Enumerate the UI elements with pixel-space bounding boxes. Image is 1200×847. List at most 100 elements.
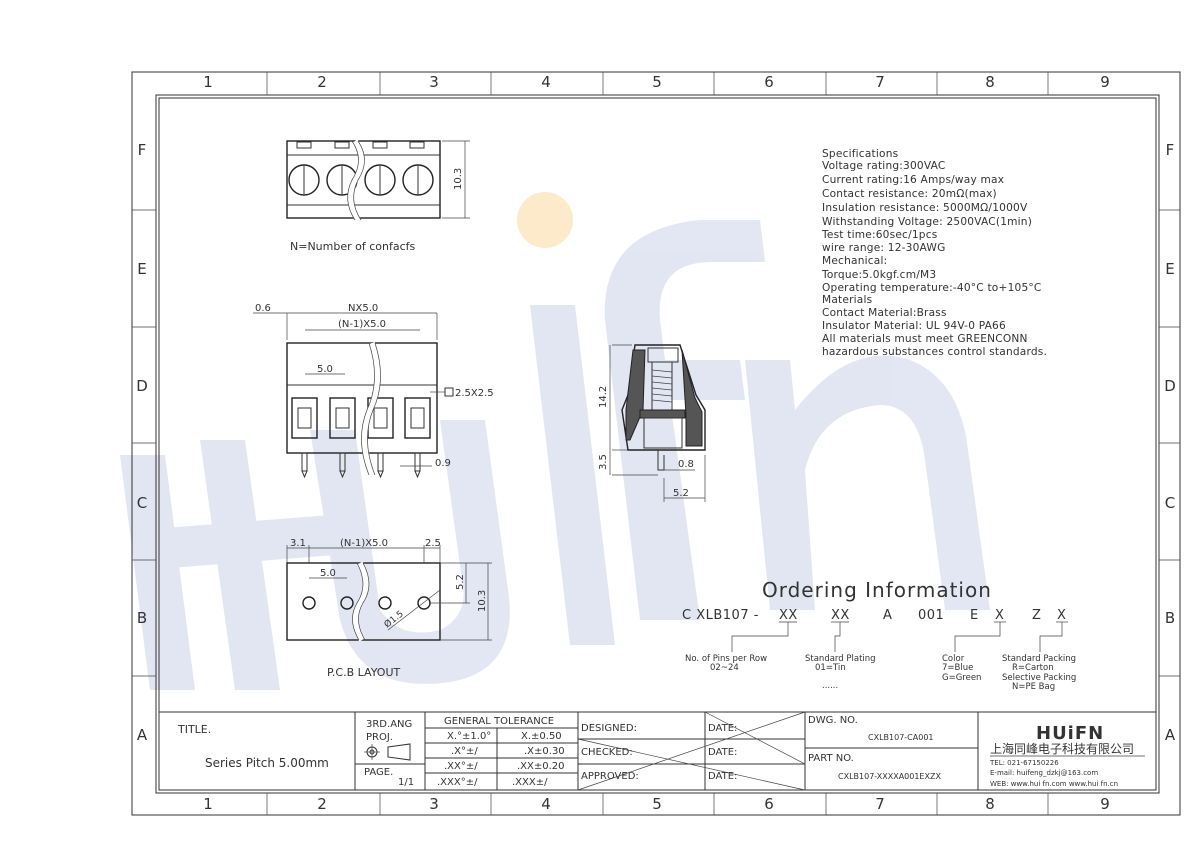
col-label: 5: [652, 795, 662, 813]
col-label: 1: [203, 795, 213, 813]
spec-line: Contact resistance: 20mΩ(max): [822, 188, 997, 200]
code-001: 001: [918, 608, 944, 623]
col-label: 8: [985, 795, 995, 813]
tolerance-header: GENERAL TOLERANCE: [444, 716, 554, 727]
spec-heading: Specifications: [822, 148, 898, 160]
row-label: D: [1164, 377, 1176, 395]
col-label: 3: [429, 795, 439, 813]
note-plating-1: Standard Plating: [805, 654, 876, 664]
note-color-3: G=Green: [942, 673, 981, 683]
col-label: 2: [317, 73, 327, 91]
company-name: 上海同峰电子科技有限公司: [990, 741, 1134, 756]
projection-line-2: PROJ.: [366, 732, 393, 743]
note-plating-3: ......: [822, 681, 838, 691]
row-labels-left: F E D C B A: [136, 141, 148, 744]
company-tel: TEL: 021-67150226: [989, 759, 1059, 767]
part-no-label: PART NO.: [808, 753, 854, 764]
spec-line: All materials must meet GREENCONN: [822, 333, 1028, 345]
col-label: 7: [875, 73, 885, 91]
front-view-total-dim: NX5.0: [348, 303, 378, 314]
col-label: 6: [764, 73, 774, 91]
specifications: Specifications Voltage rating:300VAC Cur…: [821, 148, 1047, 358]
pcb-pitch-dim: 5.0: [320, 568, 336, 579]
row-label: F: [138, 141, 147, 159]
front-view-pin-thickness-dim: 0.9: [435, 458, 451, 469]
title-block: TITLE. Series Pitch 5.00mm 3RD.ANG PROJ.…: [159, 711, 1156, 791]
col-label: 4: [541, 73, 551, 91]
code-a: A: [883, 608, 892, 623]
col-label: 9: [1100, 795, 1110, 813]
tol-linear-0: X.±0.50: [521, 731, 562, 742]
pcb-caption: P.C.B LAYOUT: [327, 666, 401, 679]
watermark: [120, 220, 990, 690]
pcb-height-dim: 10.3: [477, 590, 488, 612]
part-no-value: CXLB107-XXXXA001EXZX: [838, 772, 941, 781]
spec-line: Mechanical:: [822, 255, 887, 267]
note-color-2: 7=Blue: [942, 663, 973, 673]
side-view-offset-dim: 5.2: [673, 488, 689, 499]
projection-line-1: 3RD.ANG: [366, 719, 412, 730]
row-labels-right: F E D C B A: [1164, 141, 1176, 744]
top-view-caption: N=Number of confacfs: [290, 240, 416, 253]
code-prefix: C XLB107 -: [682, 608, 759, 623]
spec-line: Voltage rating:300VAC: [822, 160, 946, 172]
pcb-row-dim: 5.2: [455, 574, 466, 590]
code-packing: X: [1057, 608, 1066, 623]
note-pack-4: N=PE Bag: [1012, 682, 1055, 692]
date-label: DATE:: [708, 771, 737, 782]
spec-line: hazardous substances control standards.: [822, 346, 1047, 358]
front-view-slots: [291, 397, 431, 439]
row-label: B: [1165, 609, 1175, 627]
code-color: X: [995, 608, 1004, 623]
top-view: 10.3 N=Number of confacfs: [286, 139, 470, 253]
front-view-pin-square-dim: 2.5X2.5: [455, 388, 494, 399]
row-label: A: [137, 726, 148, 744]
pcb-edge-left-dim: 3.1: [290, 538, 306, 549]
pcb-inner-dim: (N-1)X5.0: [340, 538, 388, 549]
row-label: C: [137, 494, 147, 512]
row-label: A: [1165, 726, 1176, 744]
side-view-height-dim: 14.2: [598, 386, 609, 408]
projection-symbol-icon: [364, 743, 411, 761]
tol-linear-2: .XX±0.20: [517, 761, 565, 772]
top-view-screws: [288, 164, 434, 196]
spec-line: Test time:60sec/1pcs: [821, 229, 937, 241]
note-pack-2: R=Carton: [1012, 663, 1054, 673]
approved-label: APPROVED:: [581, 771, 639, 782]
pcb-edge-right-dim: 2.5: [425, 538, 441, 549]
company-web: WEB: www.hui fn.com www.hui fn.cn: [990, 780, 1118, 788]
date-label: DATE:: [708, 723, 737, 734]
pcb-layout: 3.1 (N-1)X5.0 2.5 5.0 Ø1.5 5.2 10.3 P.C.…: [286, 538, 492, 679]
tol-angle-1: .X°±/: [451, 746, 478, 757]
front-view-inner-dim: (N-1)X5.0: [338, 319, 386, 330]
spec-line: Withstanding Voltage: 2500VAC(1min): [822, 216, 1032, 228]
column-labels-bottom: 1 2 3 4 5 6 7 8 9: [203, 795, 1110, 813]
side-view-pin-length-dim: 3.5: [598, 454, 609, 470]
col-label: 7: [875, 795, 885, 813]
spec-line: wire range: 12-30AWG: [822, 242, 946, 254]
note-pins-2: 02~24: [710, 663, 739, 673]
row-label: B: [137, 609, 147, 627]
side-view: 14.2 3.5 0.8 5.2: [598, 344, 706, 502]
spec-line: Current rating:16 Amps/way max: [822, 174, 1004, 186]
checked-label: CHECKED:: [581, 747, 633, 758]
col-label: 4: [541, 795, 551, 813]
page-value: 1/1: [398, 777, 414, 788]
spec-line: Insulation resistance: 5000MΩ/1000V: [822, 202, 1028, 214]
row-label: F: [1166, 141, 1175, 159]
tol-angle-3: .XXX°±/: [437, 777, 478, 788]
note-pack-1: Standard Packing: [1002, 654, 1076, 664]
tol-linear-3: .XXX±/: [512, 777, 548, 788]
col-label: 9: [1100, 73, 1110, 91]
page-label: PAGE.: [364, 767, 393, 778]
row-label: C: [1165, 494, 1175, 512]
tol-linear-1: .X±0.30: [524, 746, 565, 757]
spec-line: Materials: [822, 294, 872, 306]
side-view-pin-width-dim: 0.8: [678, 459, 694, 470]
sheet-frame: [131, 71, 1181, 816]
column-labels-top: 1 2 3 4 5 6 7 8 9: [203, 73, 1110, 91]
designed-label: DESIGNED:: [581, 723, 637, 734]
dwg-no-value: CXLB107-CA001: [868, 733, 934, 742]
ordering-title: Ordering Information: [762, 578, 992, 602]
